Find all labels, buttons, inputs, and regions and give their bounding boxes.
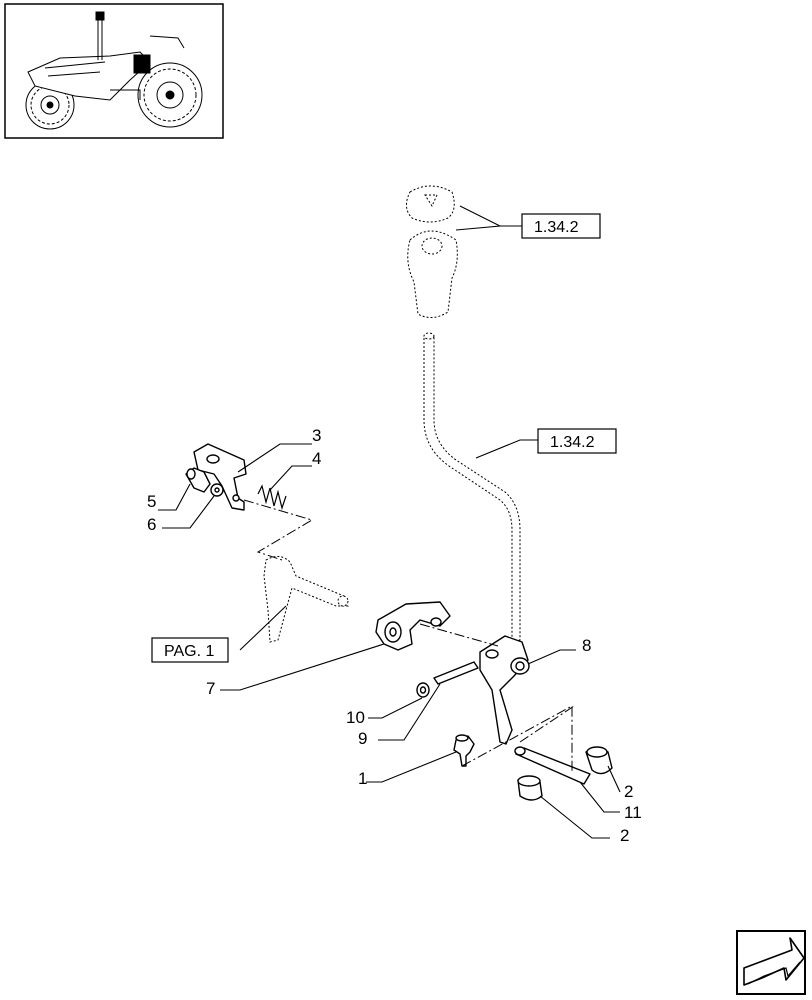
reference-text-pag: PAG. 1 — [164, 643, 214, 660]
tractor-thumbnail — [4, 3, 224, 139]
callout-4: 4 — [312, 449, 321, 468]
gear-lever-handle-ghost — [407, 230, 458, 318]
callout-labels: 3 4 5 6 7 8 10 9 1 2 11 2 — [147, 426, 642, 845]
next-page-arrow-icon — [743, 937, 805, 986]
lever-support-8 — [479, 635, 530, 745]
selector-shaft-ghost — [263, 556, 349, 643]
callout-8: 8 — [582, 636, 591, 655]
callout-1: 1 — [358, 769, 367, 788]
leader-lines — [158, 205, 621, 839]
gear-lever-rod-ghost — [423, 332, 521, 641]
grease-nipple-1 — [453, 734, 475, 767]
selector-fork-7 — [375, 601, 451, 651]
callout-11: 11 — [624, 803, 642, 822]
reference-box-top[interactable]: 1.34.2 — [521, 213, 601, 239]
pivot-pin-11 — [514, 746, 591, 785]
bushing-2-upper — [585, 746, 613, 775]
next-page-button[interactable] — [736, 930, 806, 995]
callout-7: 7 — [206, 679, 215, 698]
callout-10: 10 — [346, 708, 365, 727]
detent-bracket-3 — [193, 443, 247, 511]
callout-3: 3 — [312, 426, 321, 445]
callout-2-lower: 2 — [620, 826, 629, 845]
tractor-icon — [25, 11, 203, 130]
assembly-axis-lines — [243, 499, 575, 772]
reference-box-mid[interactable]: 1.34.2 — [537, 428, 617, 454]
gear-lever-knob-ghost — [406, 185, 455, 223]
callout-2-upper: 2 — [624, 782, 633, 801]
washer-6 — [210, 483, 224, 497]
callout-5: 5 — [147, 492, 156, 511]
reference-text-mid: 1.34.2 — [550, 434, 595, 451]
reference-box-pag[interactable]: PAG. 1 — [151, 637, 229, 663]
callout-9: 9 — [358, 729, 367, 748]
reference-text-top: 1.34.2 — [534, 219, 579, 236]
bolt-5 — [185, 467, 211, 493]
bushing-2-lower — [517, 775, 543, 801]
circlip-10 — [416, 682, 430, 698]
callout-6: 6 — [147, 515, 156, 534]
spring-4 — [257, 484, 287, 511]
pin-9 — [433, 661, 479, 685]
